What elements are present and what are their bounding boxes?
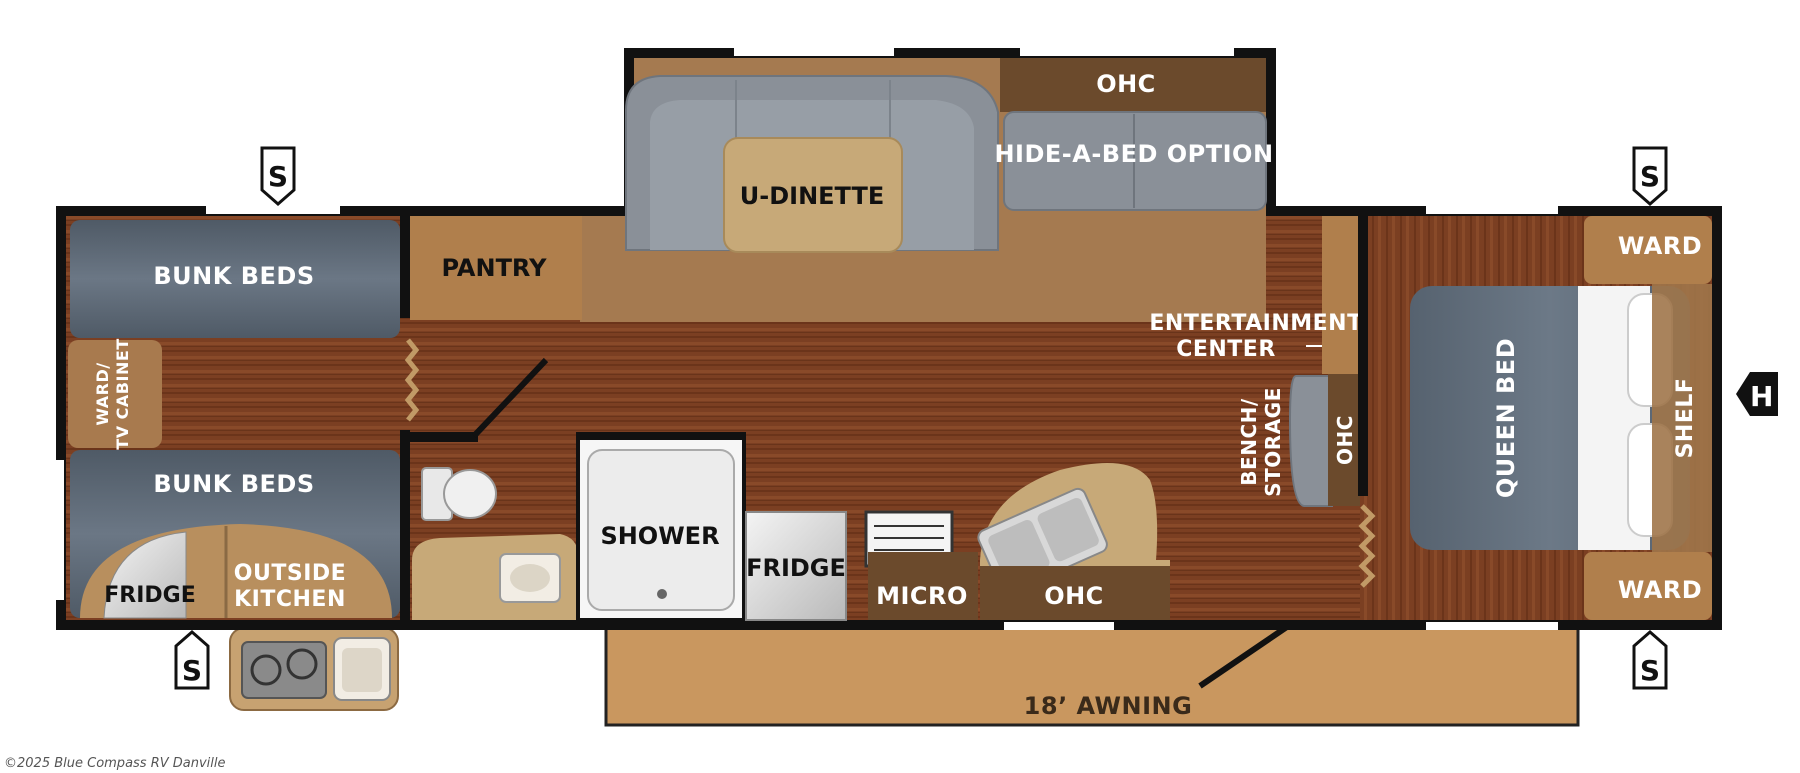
ohc-top: [1000, 58, 1266, 112]
outside-kitchen-unit: [229, 627, 399, 711]
svg-text:H: H: [1750, 380, 1774, 413]
ward-tv-cabinet-label-2: TV CABINET: [113, 338, 132, 449]
pantry-label: PANTRY: [442, 254, 548, 282]
svg-text:S: S: [268, 160, 288, 193]
svg-text:S: S: [182, 654, 202, 687]
ward-tv-cabinet: [68, 340, 162, 448]
bench-storage: OHC BENCH/ STORAGE: [1237, 374, 1362, 507]
bench-storage-label-2: STORAGE: [1261, 387, 1285, 497]
ohc-kitchen-label: OHC: [1044, 582, 1104, 610]
micro-label: MICRO: [876, 582, 968, 610]
entertainment-label-2: CENTER: [1176, 337, 1276, 362]
queen-bed-label: QUEEN BED: [1492, 338, 1520, 498]
pantry: [410, 216, 582, 320]
bench-storage-label-1: BENCH/: [1237, 398, 1261, 486]
shelf: [1652, 284, 1712, 552]
entertainment-label-1: ENTERTAINMENT: [1149, 311, 1362, 336]
ward-top-label: WARD: [1618, 232, 1702, 260]
ward-top: [1584, 216, 1712, 284]
ward-bottom-label: WARD: [1618, 576, 1702, 604]
u-dinette-table: [723, 137, 903, 253]
svg-text:S: S: [1640, 654, 1660, 687]
ohc-top-label: OHC: [1096, 70, 1156, 98]
microwave: [868, 552, 978, 620]
windows: [56, 48, 1558, 630]
awning: 18’ AWNING: [604, 615, 1580, 727]
fridge-outside-label: FRIDGE: [104, 583, 196, 608]
bunk-room: BUNK BEDS BUNK BEDS WARD/ TV CABINET FRI…: [66, 216, 420, 620]
copyright-text: ©2025 Blue Compass RV Danville: [4, 756, 226, 771]
toilet-bowl: [443, 469, 497, 519]
fridge-main: [745, 511, 847, 621]
ohc-bench: [1328, 374, 1362, 506]
fridge-main-label: FRIDGE: [746, 554, 846, 582]
ward-tv-cabinet-label-1: WARD/: [93, 362, 112, 425]
ohc-bench-label: OHC: [1333, 415, 1357, 465]
stabilizer-marker-bottom-left: S: [174, 630, 210, 690]
shower-label: SHOWER: [600, 522, 719, 550]
outside-kitchen-label-1: OUTSIDE: [234, 561, 346, 586]
bunk-bed-top: [70, 220, 400, 338]
stabilizer-markers: S S S S: [174, 146, 1668, 690]
stabilizer-marker-bottom-right: S: [1632, 630, 1668, 690]
entertainment-center: ENTERTAINMENT CENTER: [1149, 216, 1362, 374]
bunk-beds-bottom-label: BUNK BEDS: [153, 470, 314, 498]
awning-label: 18’ AWNING: [1024, 692, 1193, 720]
hide-a-bed-label: HIDE-A-BED OPTION: [994, 140, 1273, 168]
shelf-label: SHELF: [1673, 378, 1698, 459]
bedroom: WARD WARD QUEEN BED SHELF: [1358, 216, 1712, 620]
kitchen: FRIDGE MICRO OHC: [745, 462, 1170, 621]
stabilizer-marker-top-right: S: [1632, 146, 1668, 206]
bathroom: SHOWER: [402, 357, 746, 620]
bunk-beds-top-label: BUNK BEDS: [153, 262, 314, 290]
ohc-kitchen: [980, 566, 1170, 620]
outside-kitchen-label-2: KITCHEN: [234, 587, 346, 612]
u-dinette-label: U-DINETTE: [740, 182, 884, 210]
stabilizer-marker-top-left: S: [260, 146, 296, 206]
slide-out: U-DINETTE OHC HIDE-A-BED OPTION: [625, 58, 1273, 320]
svg-text:S: S: [1640, 160, 1660, 193]
hitch-marker: H: [1736, 372, 1778, 416]
entry-door: [1184, 620, 1300, 630]
ward-bottom: [1584, 552, 1712, 620]
